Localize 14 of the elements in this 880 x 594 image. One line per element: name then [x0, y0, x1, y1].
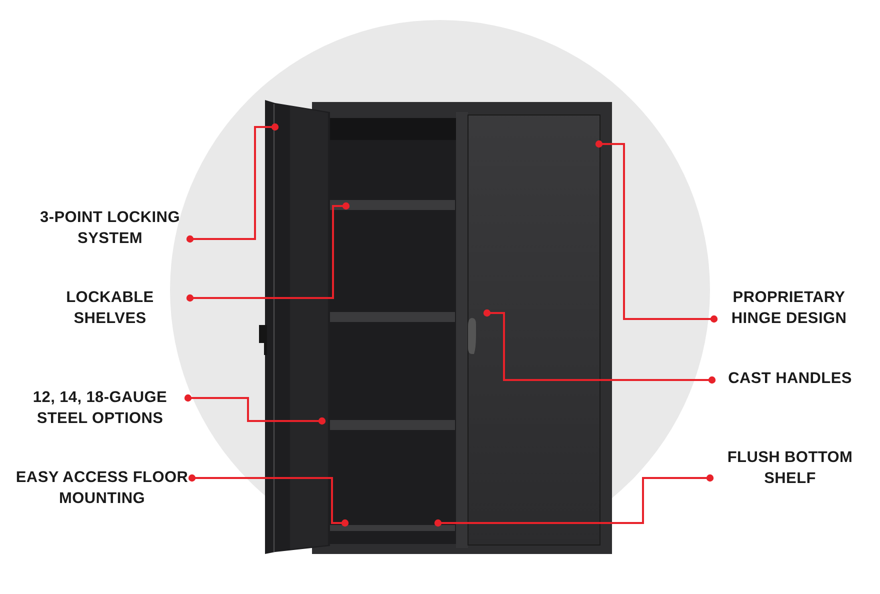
leader-line	[184, 394, 326, 425]
feature-label: 12, 14, 18-GAUGE STEEL OPTIONS	[12, 387, 188, 429]
feature-label: 3-POINT LOCKING SYSTEM	[30, 207, 190, 249]
feature-label: PROPRIETARY HINGE DESIGN	[714, 287, 864, 329]
leader-line	[483, 309, 716, 384]
leader-line	[186, 202, 350, 302]
feature-label: LOCKABLE SHELVES	[30, 287, 190, 329]
leader-line	[434, 474, 714, 527]
feature-label: FLUSH BOTTOM SHELF	[710, 447, 870, 489]
leader-line	[186, 123, 279, 243]
leader-line	[595, 140, 718, 323]
leader-line	[188, 474, 349, 527]
feature-label: EASY ACCESS FLOOR MOUNTING	[12, 467, 192, 509]
feature-label: CAST HANDLES	[712, 368, 868, 389]
